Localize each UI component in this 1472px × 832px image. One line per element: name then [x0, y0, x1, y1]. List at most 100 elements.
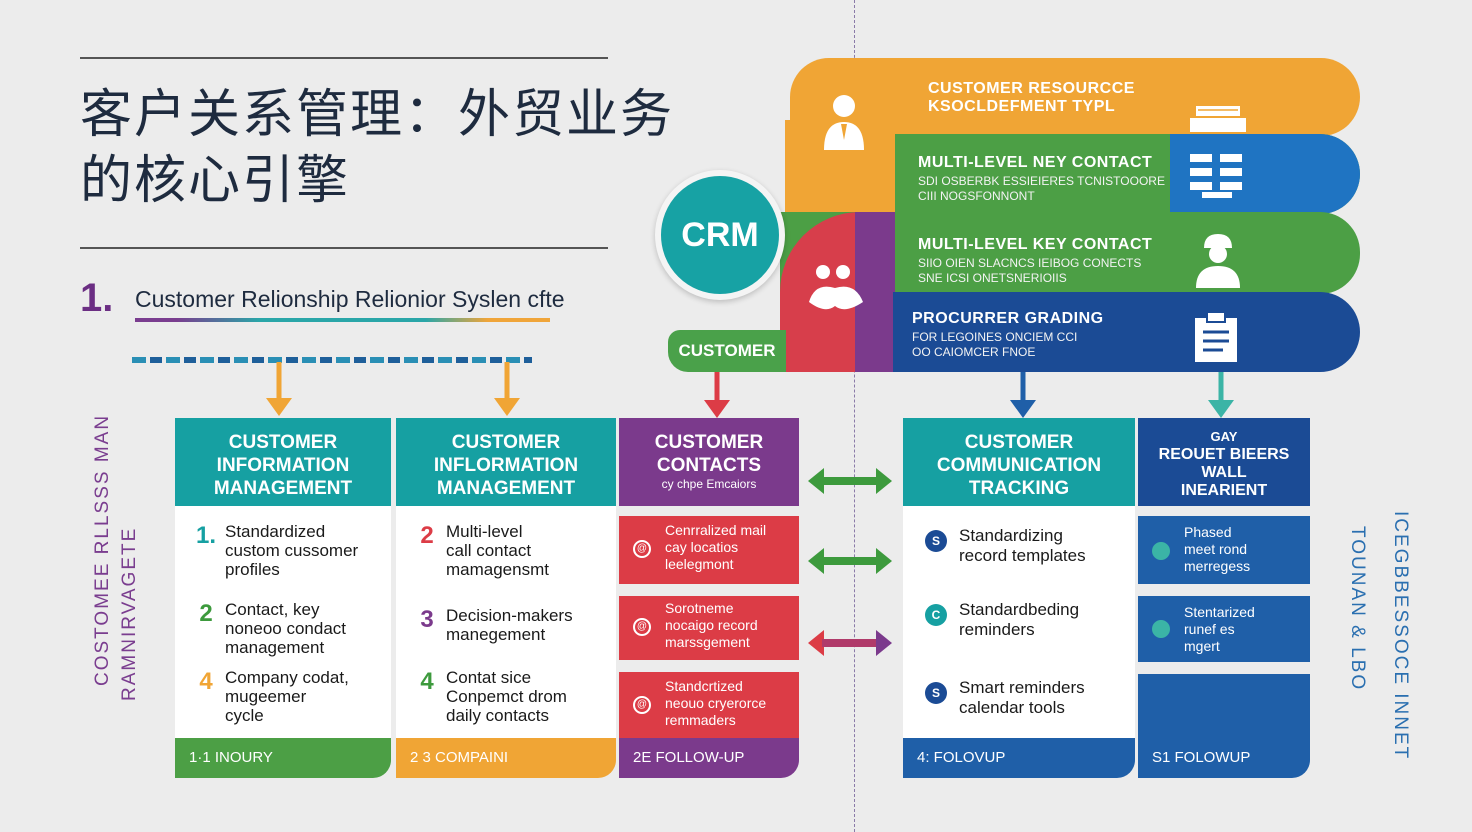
item-text: Contact, key noneoo condact management: [225, 600, 346, 657]
item-text-line: call contact: [446, 541, 532, 560]
worker-icon: [1192, 232, 1244, 288]
header-line: CUSTOMER: [654, 432, 764, 453]
section-number: 1.: [80, 276, 114, 320]
band-resource-title-2: KSOCLDEFMENT TYPL: [928, 98, 1116, 115]
header-line: CUSTOMER: [451, 432, 561, 453]
request-cell: Stentarized runef es mgert: [1138, 596, 1310, 662]
arrow-down-col2: [494, 362, 520, 416]
contact-cell: @ Cenrralized mail cay locatios leelegmo…: [619, 516, 799, 584]
item-number: 4: [420, 668, 434, 695]
cell-text-line: mgert: [1184, 638, 1220, 654]
item-text-line: profiles: [225, 560, 280, 579]
band-multi-level-1-title: MULTI-LEVEL NEY CONTACT: [918, 154, 1153, 171]
cell-text-line: Standcrtized: [665, 678, 743, 694]
cell-text-line: meet rond: [1184, 541, 1248, 557]
item-text-line: calendar tools: [959, 698, 1065, 717]
header-line: TRACKING: [968, 478, 1070, 499]
cell-text-line: Cenrralized mail: [665, 522, 767, 538]
title-bottom-rule: [80, 247, 608, 249]
page-title: 客户关系管理：外贸业务 的核心引擎: [80, 82, 740, 214]
item-text-line: mugeemer: [225, 687, 307, 706]
printer-icon: [1190, 106, 1246, 132]
side-left-text-1: COSTOMEE RLLSSS MAN: [92, 413, 113, 686]
column-info-management-1: CUSTOMER INFORMATION MANAGEMENT 1. Stand…: [175, 418, 391, 778]
column-header: CUSTOMER CONTACTS cy chpe Emcaiors: [619, 418, 799, 506]
item-text-line: Contat sice: [446, 668, 532, 687]
column-header: GAY REOUET BIEERS WALL INEARIENT: [1138, 418, 1310, 506]
contact-cell: @ Sorotneme nocaigo record marssgement: [619, 596, 799, 660]
item-number: 2: [420, 522, 434, 549]
item-number: 2: [199, 600, 213, 627]
column-body: Phased meet rond merregess Stentarized r…: [1138, 506, 1310, 738]
band-procurement-title: PROCURRER GRADING: [912, 310, 1104, 327]
clipboard-icon: [1193, 311, 1239, 362]
item-text-line: record templates: [959, 546, 1086, 565]
item-text-line: Standardizing: [959, 526, 1063, 545]
cell-text-line: marssgement: [665, 634, 750, 650]
list-item: 1. Standardized custom cussomer profiles: [187, 522, 358, 579]
double-arrow-3: [808, 630, 892, 656]
reminder-icon: @: [633, 696, 651, 714]
arrow-down-col1: [266, 362, 292, 416]
contact-cell: @ Standcrtized neouo cryerorce remmaders: [619, 672, 799, 738]
side-right-text-2: ICEGBBESSOCE INNET: [1390, 511, 1411, 761]
list-item: S Standardizing record templates: [925, 526, 1086, 566]
band-multi-level-1-text: MULTI-LEVEL NEY CONTACT SDI OSBERBK ESSI…: [918, 154, 1168, 204]
request-cell: Phased meet rond merregess: [1138, 516, 1310, 584]
band-purple-left: [855, 212, 895, 372]
item-text: Standardized custom cussomer profiles: [225, 522, 358, 579]
band-resource-title: CUSTOMER RESOURCCE KSOCLDEFMENT TYPL: [928, 80, 1228, 116]
band-multi-level-1-sub-2: CIII NOGSFONNONT: [918, 189, 1035, 203]
customer-tab: CUSTOMER: [668, 330, 786, 372]
cell-text-line: Stentarized: [1184, 604, 1255, 620]
column-requests: GAY REOUET BIEERS WALL INEARIENT Phased …: [1138, 418, 1310, 778]
cell-text-line: remmaders: [665, 712, 736, 728]
band-multi-level-2-sub-1: SIIO OIEN SLACNCS IEIBOG CONECTS: [918, 256, 1142, 270]
item-text-line: cycle: [225, 706, 264, 725]
column-body: @ Cenrralized mail cay locatios leelegmo…: [619, 506, 799, 738]
column-body: 1. Standardized custom cussomer profiles…: [175, 506, 391, 738]
item-text-line: Smart reminders: [959, 678, 1085, 697]
cell-text-line: Sorotneme: [665, 600, 734, 616]
item-number: 3: [420, 606, 434, 633]
band-multi-level-2-sub-2: SNE ICSI ONETSNERIOIIS: [918, 271, 1067, 285]
item-badge: S: [925, 530, 947, 552]
page-title-line1: 客户关系管理：外贸业务: [80, 85, 675, 145]
item-text-line: Multi-level: [446, 522, 523, 541]
side-left-text-2: RAMNIRVAGETE: [119, 526, 140, 701]
header-line: INFLORMATION: [433, 455, 579, 476]
double-arrow-2: [808, 548, 892, 574]
band-procurement-sub-2: OO CAIOMCER FNOE: [912, 345, 1036, 359]
item-text: Contat sice Conpemct drom daily contacts: [446, 668, 567, 725]
header-line: COMMUNICATION: [936, 455, 1102, 476]
org-chart-icon: [1190, 152, 1246, 200]
header-line: CUSTOMER: [228, 432, 338, 453]
header-line: CONTACTS: [656, 455, 762, 476]
crm-circle: CRM: [655, 170, 785, 300]
item-text-line: Conpemct drom: [446, 687, 567, 706]
item-text-line: Decision-makers: [446, 606, 573, 625]
item-text-line: manegement: [446, 625, 546, 644]
column-customer-contacts: CUSTOMER CONTACTS cy chpe Emcaiors @ Cen…: [619, 418, 799, 778]
item-text: Multi-level call contact mamagensmt: [446, 522, 549, 579]
cell-text-line: leelegmont: [665, 556, 734, 572]
list-item: C Standardbeding reminders: [925, 600, 1079, 640]
cell-text-line: nocaigo record: [665, 617, 758, 633]
handshake-icon: [805, 262, 867, 316]
band-multi-level-2-title: MULTI-LEVEL KEY CONTACT: [918, 236, 1153, 253]
section-title: Customer Relionship Relionior Syslen cft…: [135, 286, 565, 312]
column-info-management-2: CUSTOMER INFLORMATION MANAGEMENT 2 Multi…: [396, 418, 616, 778]
header-subtitle: cy chpe Emcaiors: [661, 477, 757, 491]
double-arrow-1: [808, 468, 892, 494]
item-text: Company codat, mugeemer cycle: [225, 668, 349, 725]
arrow-down-col4: [1010, 372, 1036, 418]
column-header: CUSTOMER COMMUNICATION TRACKING: [903, 418, 1135, 506]
column-communication-tracking: CUSTOMER COMMUNICATION TRACKING S Standa…: [903, 418, 1135, 778]
header-line: REOUET BIEERS: [1158, 446, 1290, 463]
dashed-connector: [132, 357, 532, 363]
center-dashed-divider: [854, 0, 855, 832]
band-resource-title-1: CUSTOMER RESOURCCE: [928, 80, 1135, 97]
item-number: 4: [199, 668, 213, 695]
item-number: 1.: [195, 522, 216, 549]
cell-text-line: runef es: [1184, 621, 1235, 637]
